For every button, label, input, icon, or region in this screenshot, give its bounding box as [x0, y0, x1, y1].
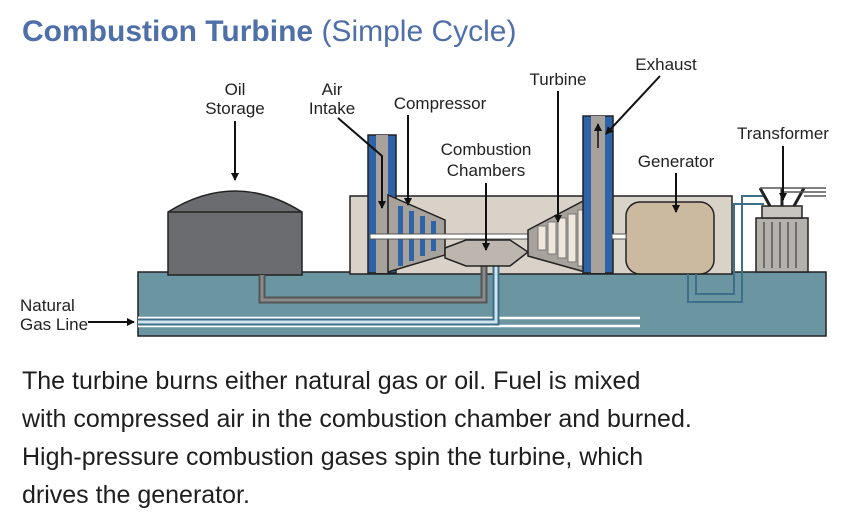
label-natural-gas-line-1: Natural [20, 296, 75, 315]
generator-cable [695, 203, 764, 295]
label-generator: Generator [638, 152, 715, 171]
oil-storage-tank [167, 190, 303, 276]
transformer-top [761, 205, 803, 219]
caption-line: drives the generator. [22, 481, 250, 509]
label-combustion-chambers-2: Chambers [447, 161, 525, 180]
title-sub: (Simple Cycle) [321, 15, 517, 48]
air-intake-arrow [337, 117, 386, 209]
label-compressor: Compressor [394, 94, 487, 113]
caption-line: with compressed air in the combustion ch… [22, 405, 692, 433]
turbine-stage [567, 213, 577, 263]
label-air-intake-1: Air [322, 80, 343, 99]
label-exhaust: Exhaust [635, 55, 697, 74]
generator-body [625, 201, 715, 275]
exhaust-arrow [605, 75, 661, 135]
label-turbine: Turbine [529, 70, 586, 89]
caption-line: The turbine burns either natural gas or … [22, 367, 641, 395]
label-natural-gas-line-2: Gas Line [20, 315, 88, 334]
label-transformer: Transformer [737, 124, 829, 143]
exhaust-stack-inner [591, 116, 605, 273]
turbine-stage [537, 225, 547, 251]
description-caption: The turbine burns either natural gas or … [22, 362, 852, 514]
ground-edge-lines [138, 316, 640, 328]
page-title: Combustion Turbine (Simple Cycle) [22, 14, 516, 50]
title-main: Combustion Turbine [22, 15, 314, 48]
label-air-intake-2: Intake [309, 99, 355, 118]
oil-fuel-pipe-inner [260, 262, 486, 302]
generator-shaft [611, 233, 627, 240]
transmission-lines [760, 187, 826, 197]
generator-cable [687, 195, 764, 303]
turbine-stage [547, 221, 557, 255]
label-oil-storage-2: Storage [205, 99, 265, 118]
combustion-chamber [444, 239, 530, 267]
turbine-stage [557, 217, 567, 259]
natural-gas-pipe-inner [138, 262, 498, 324]
label-combustion-chambers-1: Combustion [441, 140, 532, 159]
label-oil-storage-1: Oil [225, 80, 246, 99]
caption-line: High-pressure combustion gases spin the … [22, 443, 644, 471]
transformer-fins [763, 222, 797, 268]
